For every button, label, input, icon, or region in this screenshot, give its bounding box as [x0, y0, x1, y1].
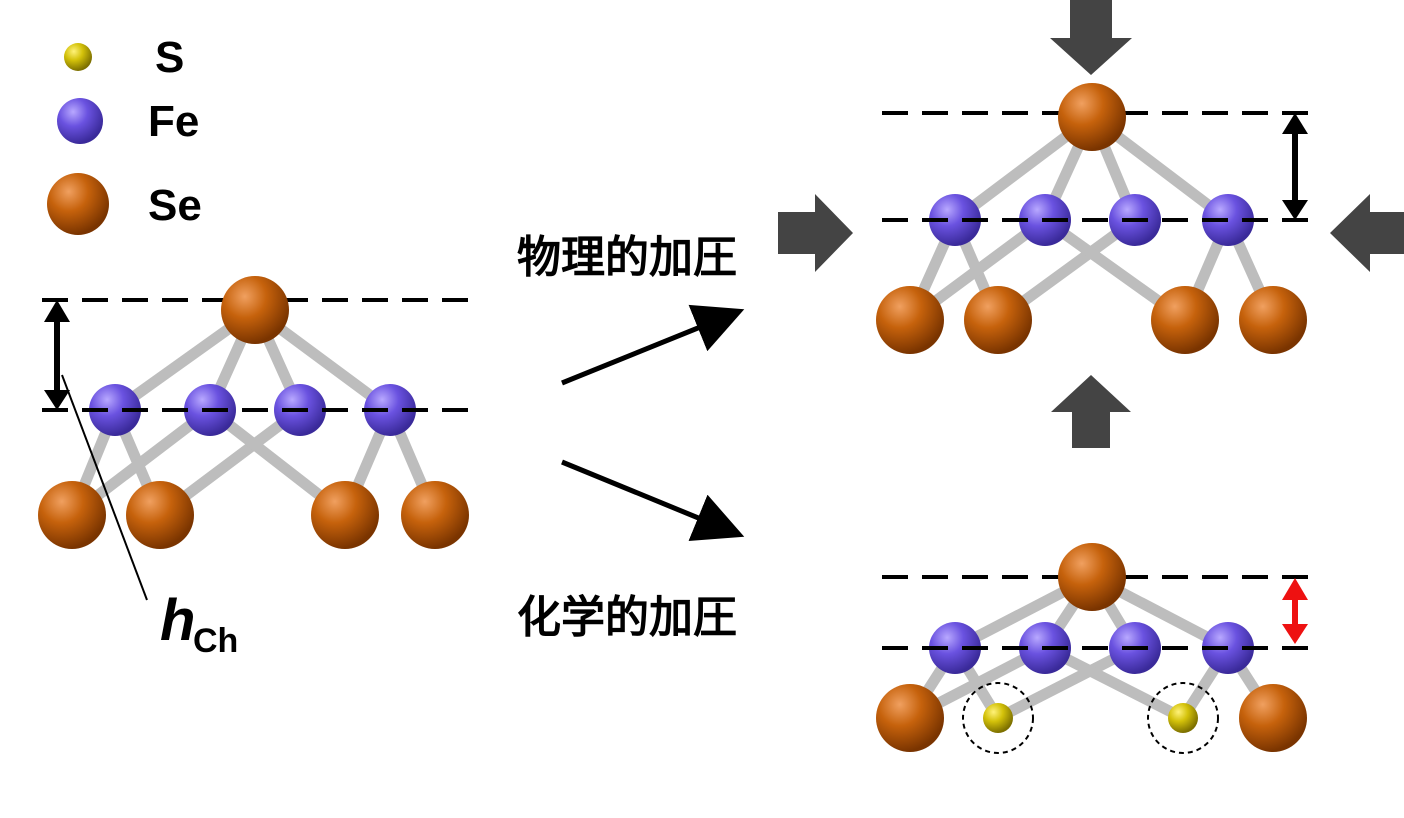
se-atom [1239, 286, 1307, 354]
legend-label-fe: Fe [148, 97, 199, 146]
legend: S Fe Se [47, 33, 202, 235]
s-atom [1168, 703, 1198, 733]
s-atom-icon [64, 43, 92, 71]
se-atom [401, 481, 469, 549]
height-pointer-line [61, 374, 148, 601]
substitution-highlight-circle [962, 682, 1034, 754]
legend-label-s: S [155, 33, 184, 82]
fe-atom-icon [57, 98, 103, 144]
se-atom [876, 286, 944, 354]
s-atom [983, 703, 1013, 733]
physical-pressure-label: 物理的加圧 [517, 232, 737, 283]
structure-physical-pressure [778, 0, 1404, 448]
se-atom [876, 684, 944, 752]
se-atom [221, 276, 289, 344]
se-atom [1058, 543, 1126, 611]
arrow-to-chemical [561, 459, 745, 541]
structure-chemical-pressure [876, 543, 1310, 754]
height-arrow [1282, 113, 1308, 220]
structure-ambient: h Ch [38, 276, 470, 660]
se-atom [1151, 286, 1219, 354]
se-atom-icon [47, 173, 109, 235]
fe-atom [929, 194, 981, 246]
se-atom [126, 481, 194, 549]
pressure-arrow-right-icon [1330, 194, 1404, 272]
height-label: h Ch [160, 588, 238, 660]
se-atom [1239, 684, 1307, 752]
se-atom [311, 481, 379, 549]
substitution-highlight-circle [1147, 682, 1219, 754]
chemical-pressure-label: 化学的加圧 [517, 592, 737, 643]
legend-item-se: Se [47, 173, 202, 235]
arrow-to-physical [561, 304, 745, 386]
legend-item-fe: Fe [57, 97, 199, 146]
svg-text:Ch: Ch [193, 622, 238, 660]
pressure-arrow-bottom-icon [1051, 375, 1131, 448]
se-atom [1058, 83, 1126, 151]
se-atom [38, 481, 106, 549]
fe-atom [929, 622, 981, 674]
fe-atom [364, 384, 416, 436]
svg-text:h: h [160, 588, 195, 653]
pressure-arrow-left-icon [778, 194, 853, 272]
height-arrow-red [1282, 578, 1308, 644]
legend-item-s: S [64, 33, 184, 82]
height-arrow [44, 300, 70, 410]
legend-label-se: Se [148, 181, 202, 230]
se-atom [964, 286, 1032, 354]
fe-atom [89, 384, 141, 436]
pressure-arrow-top-icon [1050, 0, 1132, 75]
